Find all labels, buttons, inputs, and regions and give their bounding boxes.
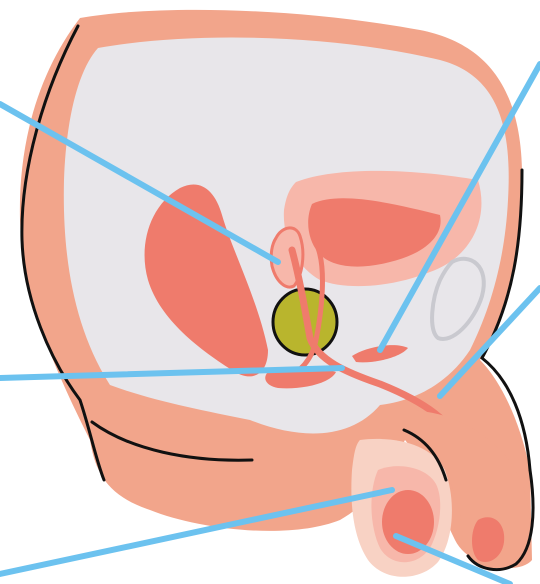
testis — [382, 490, 434, 554]
